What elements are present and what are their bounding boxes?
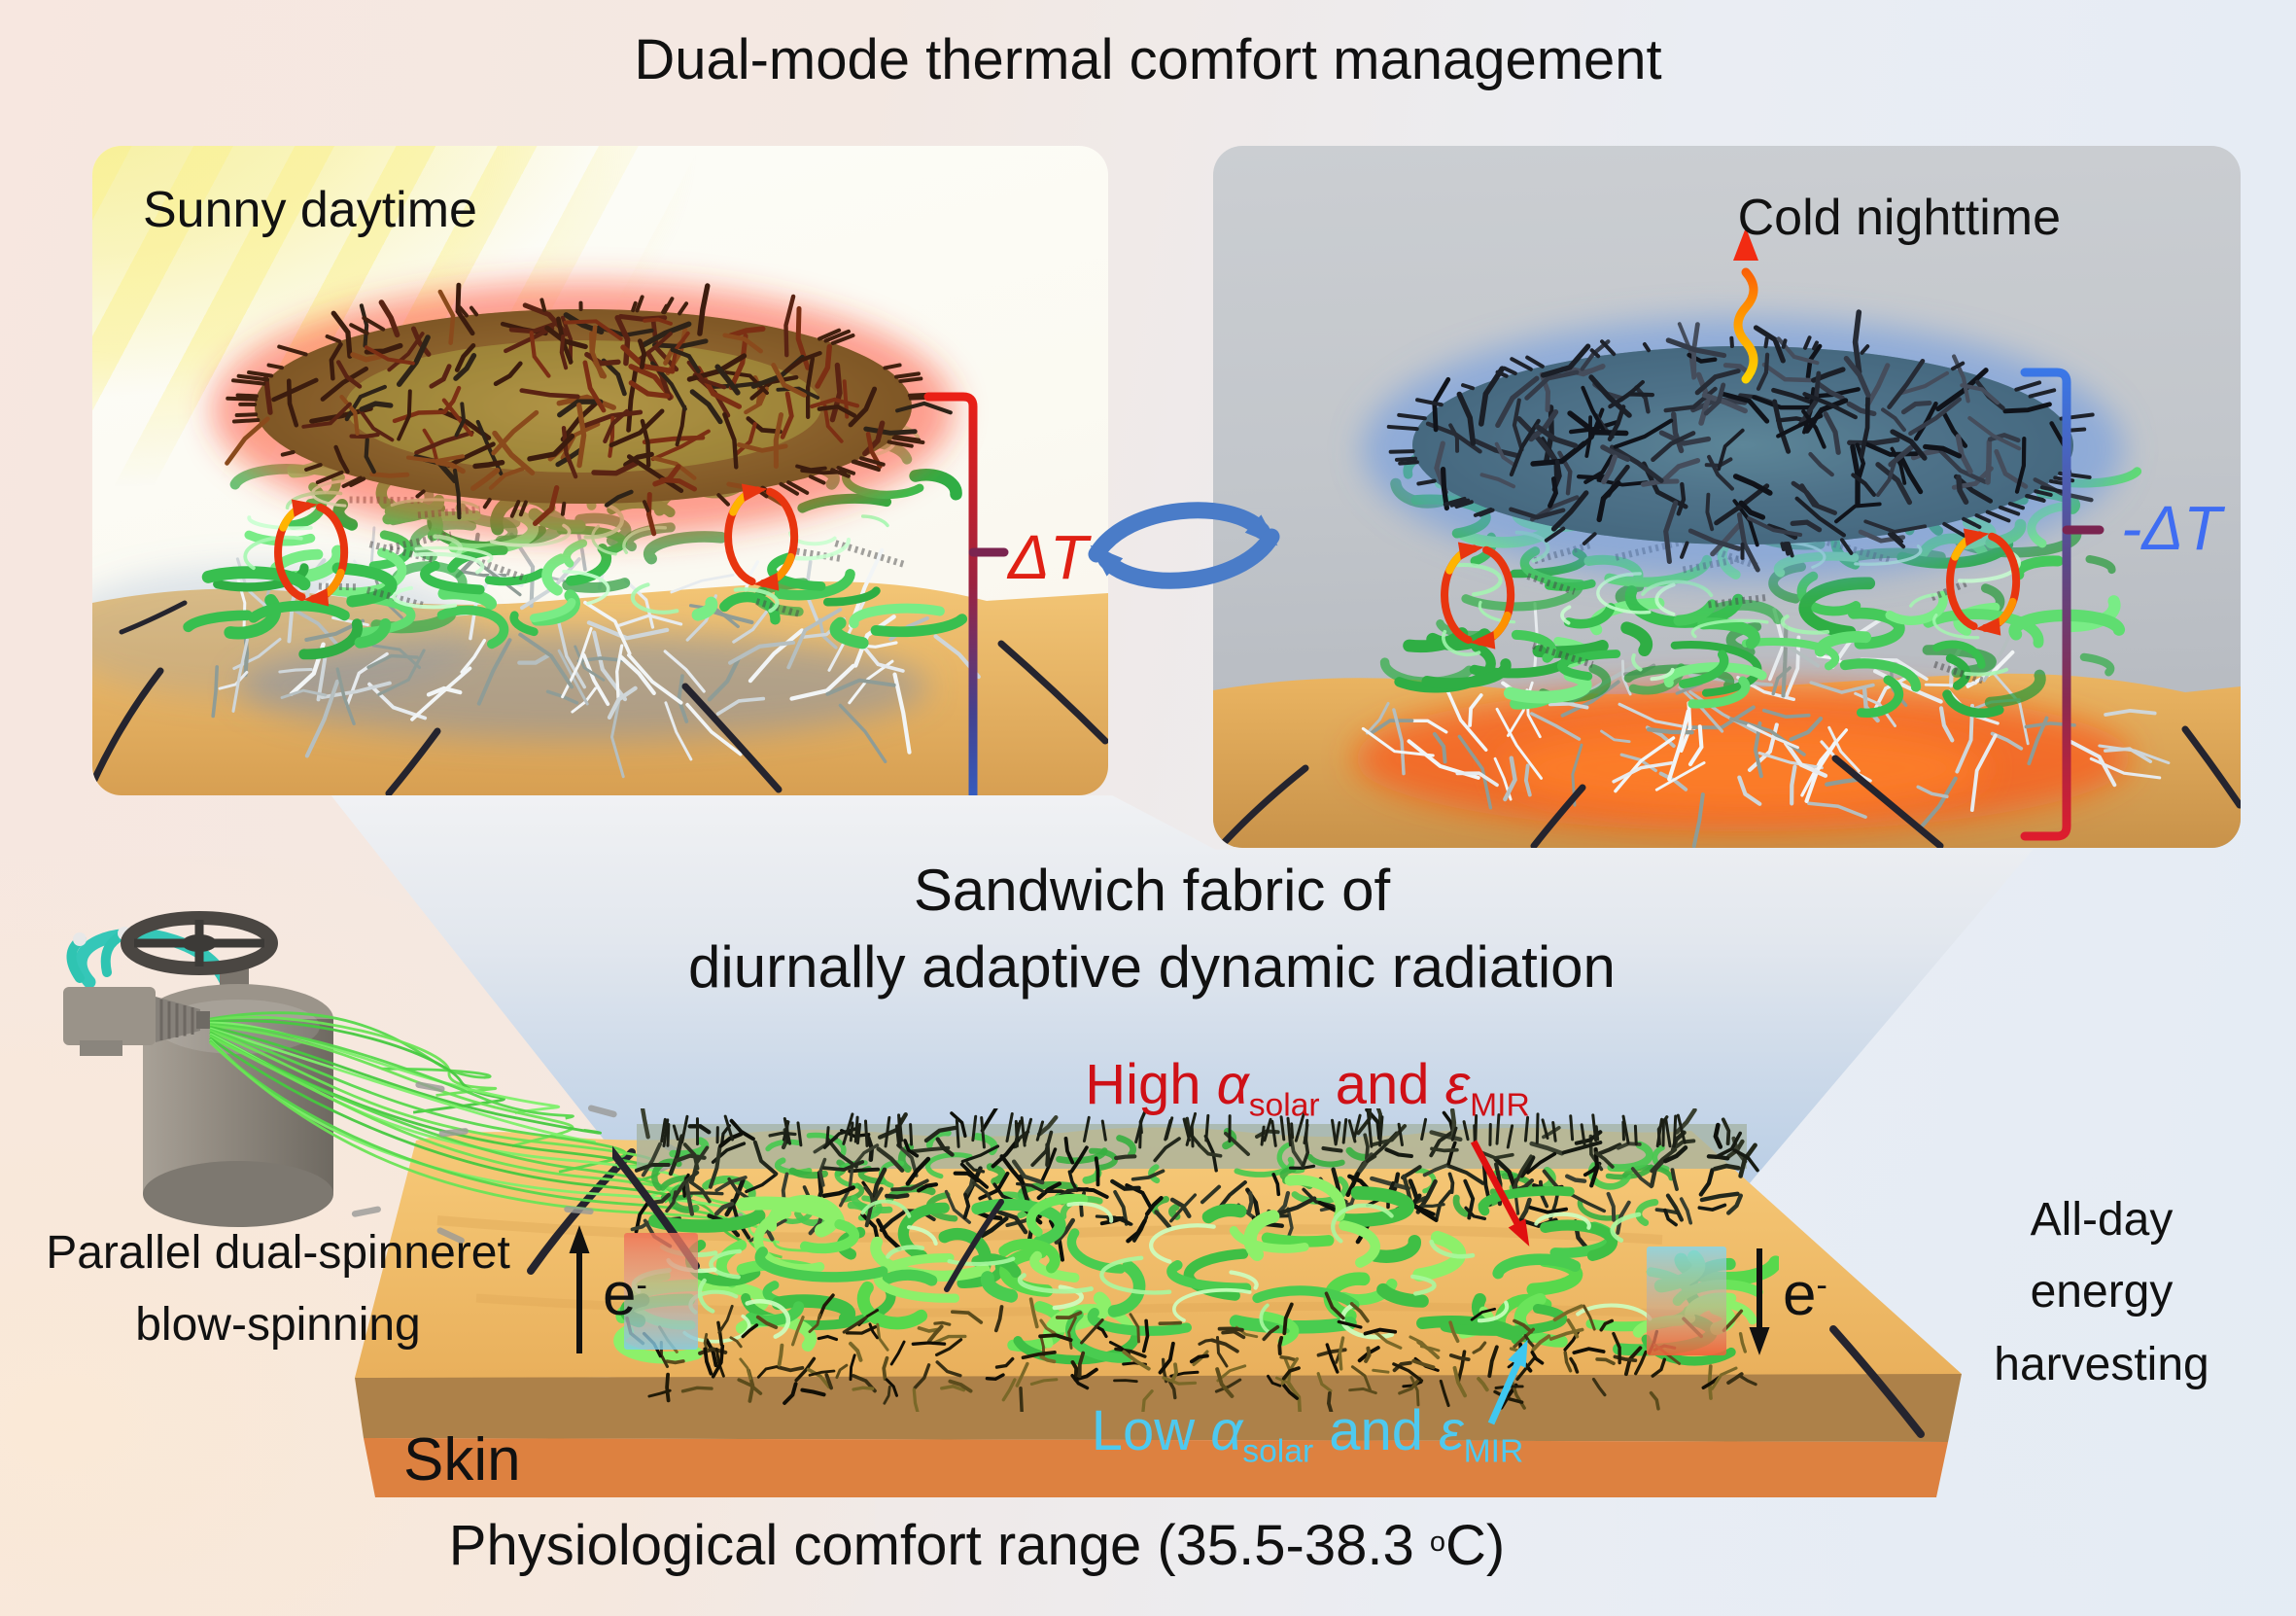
blow-spinning-apparatus [63, 911, 816, 1259]
cold-nighttime-panel: Cold nighttime -ΔT [1213, 146, 2241, 848]
negative-delta-t-label: -ΔT [2121, 493, 2222, 563]
projection-cone [330, 795, 2034, 1184]
figure-title: Dual-mode thermal comfort management [634, 28, 1662, 91]
electron-down-arrow-icon [1749, 1248, 1770, 1355]
sandwich-fabric-strip [612, 1108, 1779, 1412]
electron-up-arrow-icon [569, 1225, 590, 1353]
swap-arrows-icon [1088, 502, 1280, 589]
sunny-daytime-panel: Sunny daytime ΔT [92, 146, 1108, 795]
heading-line2: diurnally adaptive dynamic radiation [688, 934, 1616, 1001]
high-label-arrow-icon [1470, 1140, 1530, 1247]
electron-label-left: e- [603, 1261, 647, 1328]
heading-line1: Sandwich fabric of [913, 858, 1391, 923]
night-panel-label: Cold nighttime [1737, 190, 2061, 246]
electron-label-right: e- [1783, 1261, 1827, 1328]
delta-t-label: ΔT [1008, 522, 1089, 592]
night-fabric-illustration [1213, 228, 2241, 848]
comfort-range-label: Physiological comfort range (35.5-38.3 o… [448, 1514, 1506, 1577]
day-fabric-illustration [92, 282, 1108, 795]
low-absorptivity-label: Low αsolar and εMIR [1091, 1399, 1524, 1470]
skin-label: Skin [403, 1426, 521, 1493]
high-absorptivity-label: High αsolar and εMIR [1085, 1053, 1530, 1124]
blow-spinning-caption: Parallel dual-spinneret blow-spinning [46, 1227, 510, 1352]
energy-harvesting-caption: All-day energy harvesting [1994, 1194, 2209, 1390]
day-panel-label: Sunny daytime [143, 182, 477, 238]
low-label-arrow-icon [1487, 1339, 1528, 1425]
middle-heading: Sandwich fabric of diurnally adaptive dy… [471, 852, 1832, 1005]
